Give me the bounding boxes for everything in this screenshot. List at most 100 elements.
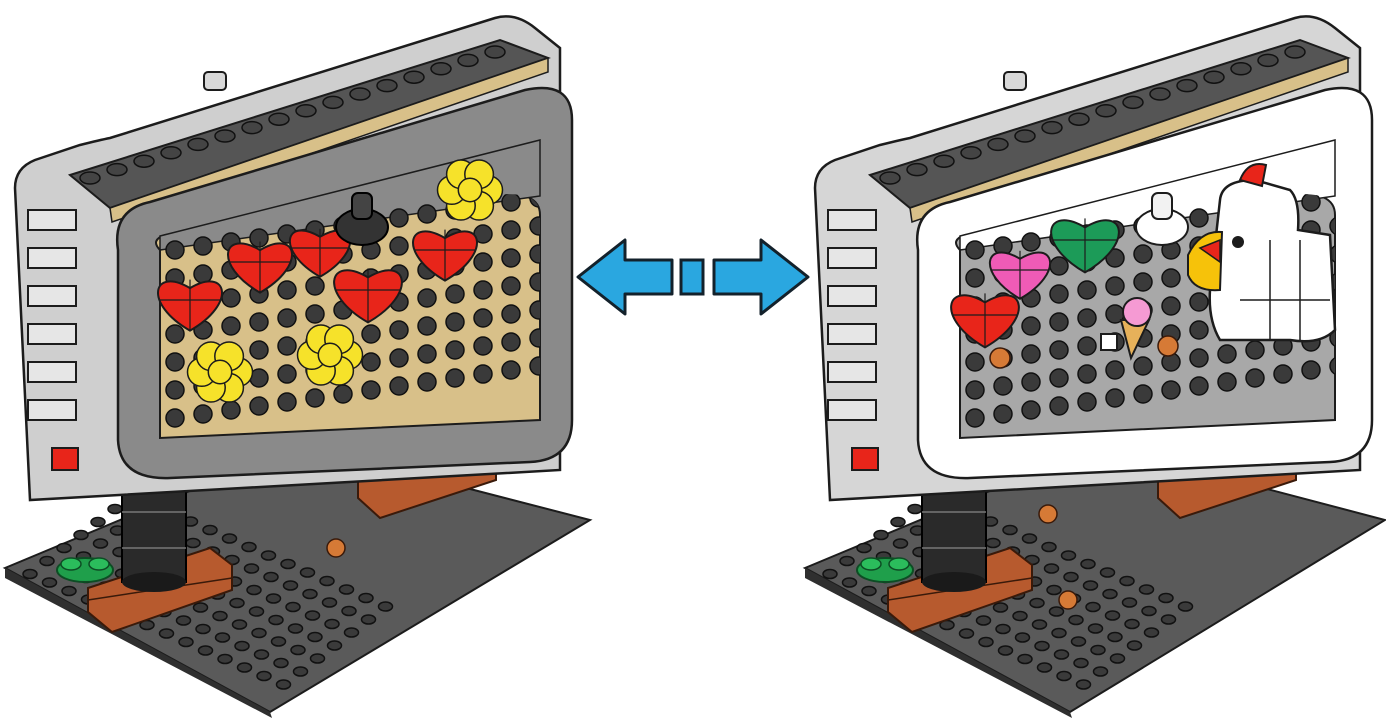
panel-stud (1329, 328, 1335, 348)
baseplate-stud (73, 529, 89, 541)
panel-stud (193, 236, 213, 256)
baseplate-stud (197, 645, 214, 656)
baseplate-stud (236, 662, 253, 673)
panel-stud (445, 284, 465, 304)
panel-stud (305, 388, 325, 408)
panel-stud (1049, 340, 1069, 360)
baseplate-stud (1075, 679, 1092, 690)
baseplate-stud (280, 558, 296, 570)
flower-icon (317, 342, 343, 368)
baseplate-stud (178, 636, 194, 648)
top-stud (906, 162, 928, 177)
top-stud (403, 70, 425, 84)
panel-stud (277, 392, 297, 412)
panel-stud (473, 280, 493, 300)
top-stud (1122, 95, 1144, 110)
baseplate-stud (861, 585, 877, 597)
black-knob (335, 192, 389, 246)
top-stud (1149, 87, 1171, 101)
baseplate-stud (1051, 627, 1067, 639)
panel-stud (249, 312, 269, 332)
baseplate-stud (1029, 597, 1045, 609)
baseplate-stud (61, 585, 77, 597)
panel-stud (1049, 284, 1069, 304)
panel-stud (361, 352, 381, 372)
baseplate-stud (341, 605, 357, 617)
flower-icon (207, 359, 233, 385)
baseplate-stud (56, 542, 72, 554)
baseplate-stud (1085, 601, 1101, 613)
baseplate-stud (1036, 662, 1053, 673)
orange-stud (1038, 504, 1058, 524)
baseplate-stud (338, 584, 355, 595)
baseplate-stud (202, 524, 218, 536)
panel-stud (249, 396, 269, 416)
panel-stud (1021, 400, 1041, 420)
panel-stud (1329, 216, 1335, 236)
panel-stud (361, 380, 381, 400)
baseplate-stud (1087, 623, 1104, 634)
baseplate-stud (992, 602, 1009, 613)
panel-stud (1245, 368, 1265, 388)
baseplate-stud (292, 666, 309, 677)
baseplate-stud (270, 636, 287, 647)
baseplate-stud (299, 567, 316, 578)
panel-stud (1245, 340, 1265, 360)
top-stud (430, 62, 452, 76)
top-stud (133, 154, 155, 168)
panel-stud (501, 360, 521, 380)
top-stud (879, 171, 901, 185)
baseplate-stud (1070, 636, 1087, 647)
panel-stud (1217, 344, 1237, 364)
panel-stud (1189, 292, 1209, 312)
baseplate-stud (265, 593, 282, 604)
panel-stud (1301, 360, 1321, 380)
baseplate-stud (282, 580, 299, 591)
baseplate-stud (304, 610, 321, 621)
top-stud (106, 162, 128, 177)
baseplate-stud (263, 571, 279, 583)
top-stud (349, 87, 371, 101)
baseplate-stud (985, 537, 1001, 549)
left-billboard-model (2, 15, 593, 718)
top-stud (268, 112, 290, 126)
baseplate-stud (1046, 584, 1062, 596)
frame-rib (27, 323, 77, 345)
top-stud (1095, 104, 1117, 118)
baseplate-stud (1124, 618, 1140, 630)
baseplate-stud (1060, 550, 1077, 561)
baseplate-stud (1034, 640, 1050, 652)
baseplate-stud (285, 601, 301, 613)
baseplate-stud (158, 628, 175, 639)
panel-stud (501, 220, 521, 240)
panel-stud (277, 364, 297, 384)
panel-stud (501, 304, 521, 324)
panel-stud (965, 268, 985, 288)
panel-stud (1133, 272, 1153, 292)
top-stud (987, 137, 1009, 152)
panel-stud (1021, 232, 1041, 252)
baseplate-stud (175, 615, 192, 626)
orange-stud (989, 347, 1011, 369)
panel-stud (445, 368, 465, 388)
frame-rib (27, 361, 77, 383)
baseplate-stud (358, 592, 374, 604)
baseplate-stud (907, 503, 923, 515)
baseplate-stud (1041, 541, 1057, 553)
panel-stud (965, 408, 985, 428)
baseplate-stud (975, 615, 992, 626)
baseplate-stud (1082, 580, 1099, 591)
baseplate-stud (1090, 644, 1106, 656)
left-plant (56, 557, 114, 583)
top-stud (376, 78, 398, 93)
panel-stud (417, 316, 437, 336)
baseplate-stud (890, 516, 906, 528)
panel-stud (165, 352, 185, 372)
panel-stud (473, 252, 493, 272)
left-pole-front (121, 479, 187, 592)
baseplate-stud (307, 631, 323, 643)
baseplate-stud (90, 516, 106, 528)
panel-stud (1077, 308, 1097, 328)
baseplate-stud (892, 538, 909, 549)
ice-cream-icon (1100, 297, 1152, 361)
